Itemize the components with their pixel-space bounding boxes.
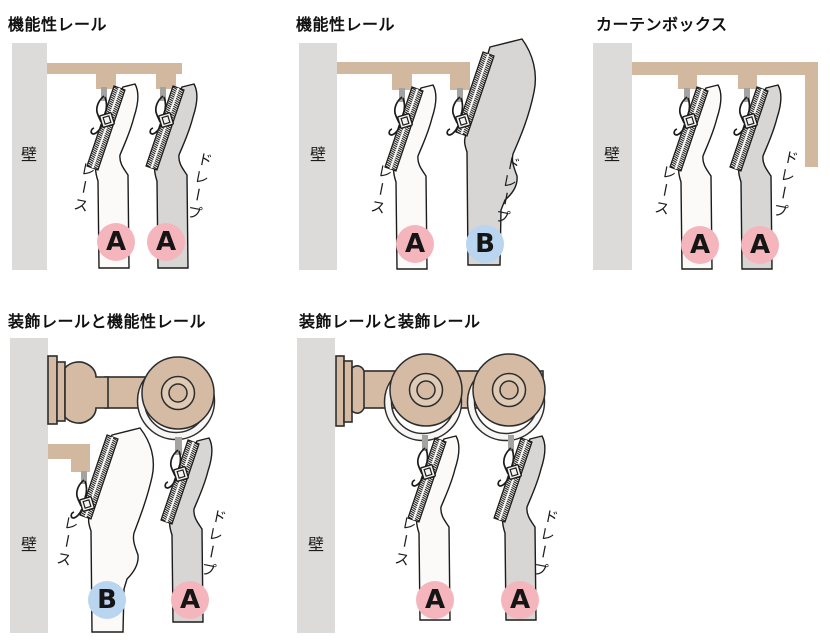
panel4-art (10, 338, 215, 633)
panel2-drape-marker: B (466, 225, 504, 263)
panel4-wall-label: 壁 (21, 535, 38, 554)
panel3-title: カーテンボックス (596, 15, 728, 34)
panel2-art (299, 39, 535, 270)
runner-pin (422, 435, 428, 451)
panel3-art (593, 43, 818, 270)
panel5-lace-marker: A (416, 581, 454, 619)
panel1-wall-label: 壁 (21, 145, 38, 164)
panel1-lace-marker: A (97, 223, 135, 261)
runner-pin (399, 88, 405, 102)
panel5-bracket-disc (389, 353, 463, 427)
runner-pin (744, 88, 750, 102)
panel1-rail-bracket (47, 63, 182, 89)
panel5-title: 装飾レールと装飾レール (299, 312, 481, 331)
runner-pin (81, 471, 87, 484)
panel2-lace-marker: A (396, 225, 434, 263)
panel4-finial-vase (64, 361, 109, 424)
panel3-lace-marker: A (681, 226, 719, 264)
panel5-wall-label: 壁 (308, 535, 325, 554)
panel4-title: 装飾レールと機能性レール (8, 312, 207, 331)
panel1-wall (12, 43, 47, 270)
panel4-drape-marker: A (171, 581, 209, 619)
panel5-art (297, 338, 545, 633)
panel4-finial-disc (56, 361, 66, 422)
panel1-art (12, 43, 197, 270)
panel2-wall (299, 43, 337, 270)
runner-pin (101, 87, 107, 101)
runner-pin (175, 437, 182, 455)
panel4-bracket-disc (141, 356, 215, 430)
panel4-lace-marker: B (88, 581, 126, 619)
runner-pin (160, 87, 166, 101)
runner-pin (457, 88, 463, 102)
panel4-wall (10, 338, 48, 633)
panel5-drape-marker: A (501, 581, 539, 619)
panel4-finial-disc (47, 355, 58, 425)
panel5-finial-vase (351, 365, 365, 414)
runner-pin (684, 88, 690, 102)
panel3-wall-label: 壁 (604, 145, 621, 164)
runner-pin (508, 435, 514, 451)
panel3-curtain-box (632, 62, 818, 167)
panel5-bracket-disc (472, 353, 546, 427)
panel4-functional-bracket (48, 444, 90, 472)
panel2-wall-label: 壁 (310, 145, 327, 164)
panel2-title: 機能性レール (296, 15, 396, 34)
panel3-drape-marker: A (741, 226, 779, 264)
panel1-drape-marker: A (147, 223, 185, 261)
panel1-title: 機能性レール (8, 15, 108, 34)
panel3-wall (593, 43, 632, 270)
panel5-wall (297, 338, 335, 633)
panel5-finial-disc (343, 360, 353, 423)
panel5-finial-disc (335, 355, 345, 427)
panel2-rail-bracket (337, 62, 470, 90)
